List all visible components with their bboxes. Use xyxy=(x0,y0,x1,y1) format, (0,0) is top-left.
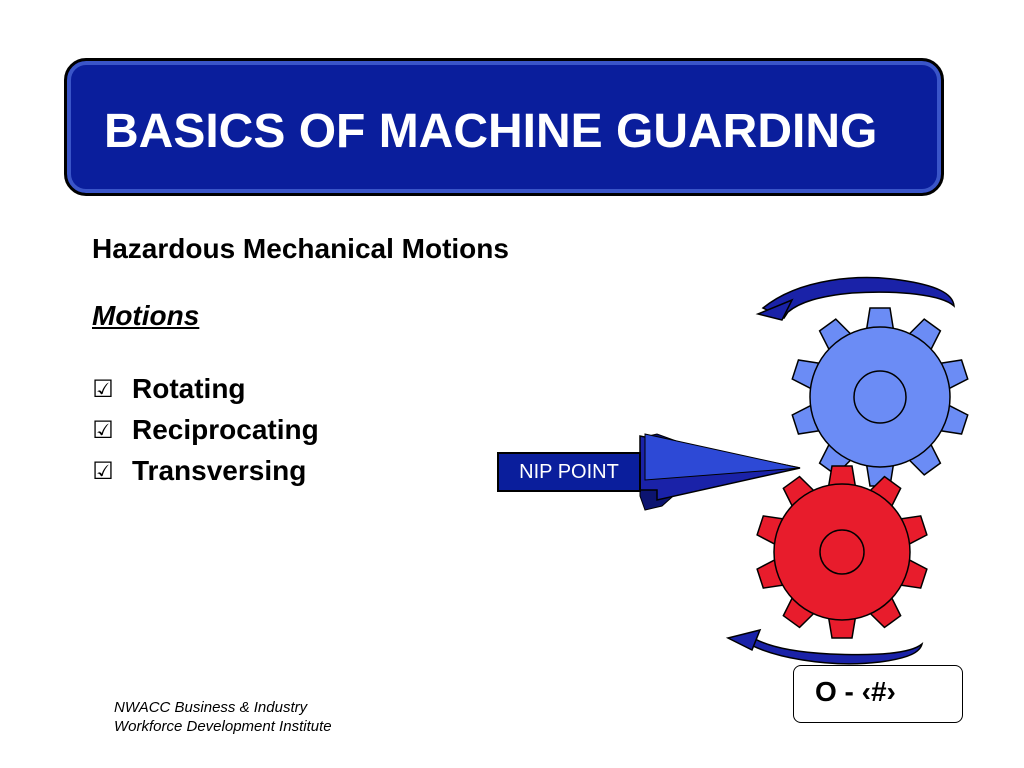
gear-diagram xyxy=(639,276,970,665)
footer-line: Workforce Development Institute xyxy=(114,718,332,735)
pointer-arrow-icon xyxy=(639,433,801,511)
checkbox-icon: ☑ xyxy=(92,374,114,403)
list-item-label: Reciprocating xyxy=(132,413,319,445)
checkbox-icon: ☑ xyxy=(92,456,114,485)
page-number: O - ‹#› xyxy=(815,676,896,707)
nip-point-label: NIP POINT xyxy=(497,452,641,492)
footer-line: NWACC Business & Industry xyxy=(114,699,308,716)
motions-list: ☑ Rotating ☑ Reciprocating ☑ Transversin… xyxy=(92,368,319,491)
slide-title: BASICS OF MACHINE GUARDING xyxy=(104,105,878,158)
gear-icon xyxy=(755,465,929,639)
list-item-label: Transversing xyxy=(132,454,307,486)
page-number-box xyxy=(793,665,963,723)
rotation-arrow-icon xyxy=(755,276,955,321)
gear-icon xyxy=(790,307,970,487)
section-heading: Hazardous Mechanical Motions xyxy=(92,233,509,264)
list-item: ☑ Transversing xyxy=(92,450,319,491)
rotation-arrow-icon xyxy=(725,628,924,665)
list-item: ☑ Rotating xyxy=(92,368,319,409)
section-subheading: Motions xyxy=(92,300,200,331)
footer: NWACC Business & Industry Workforce Deve… xyxy=(114,698,332,736)
list-item-label: Rotating xyxy=(132,372,246,404)
list-item: ☑ Reciprocating xyxy=(92,409,319,450)
title-banner xyxy=(64,58,944,196)
checkbox-icon: ☑ xyxy=(92,415,114,444)
